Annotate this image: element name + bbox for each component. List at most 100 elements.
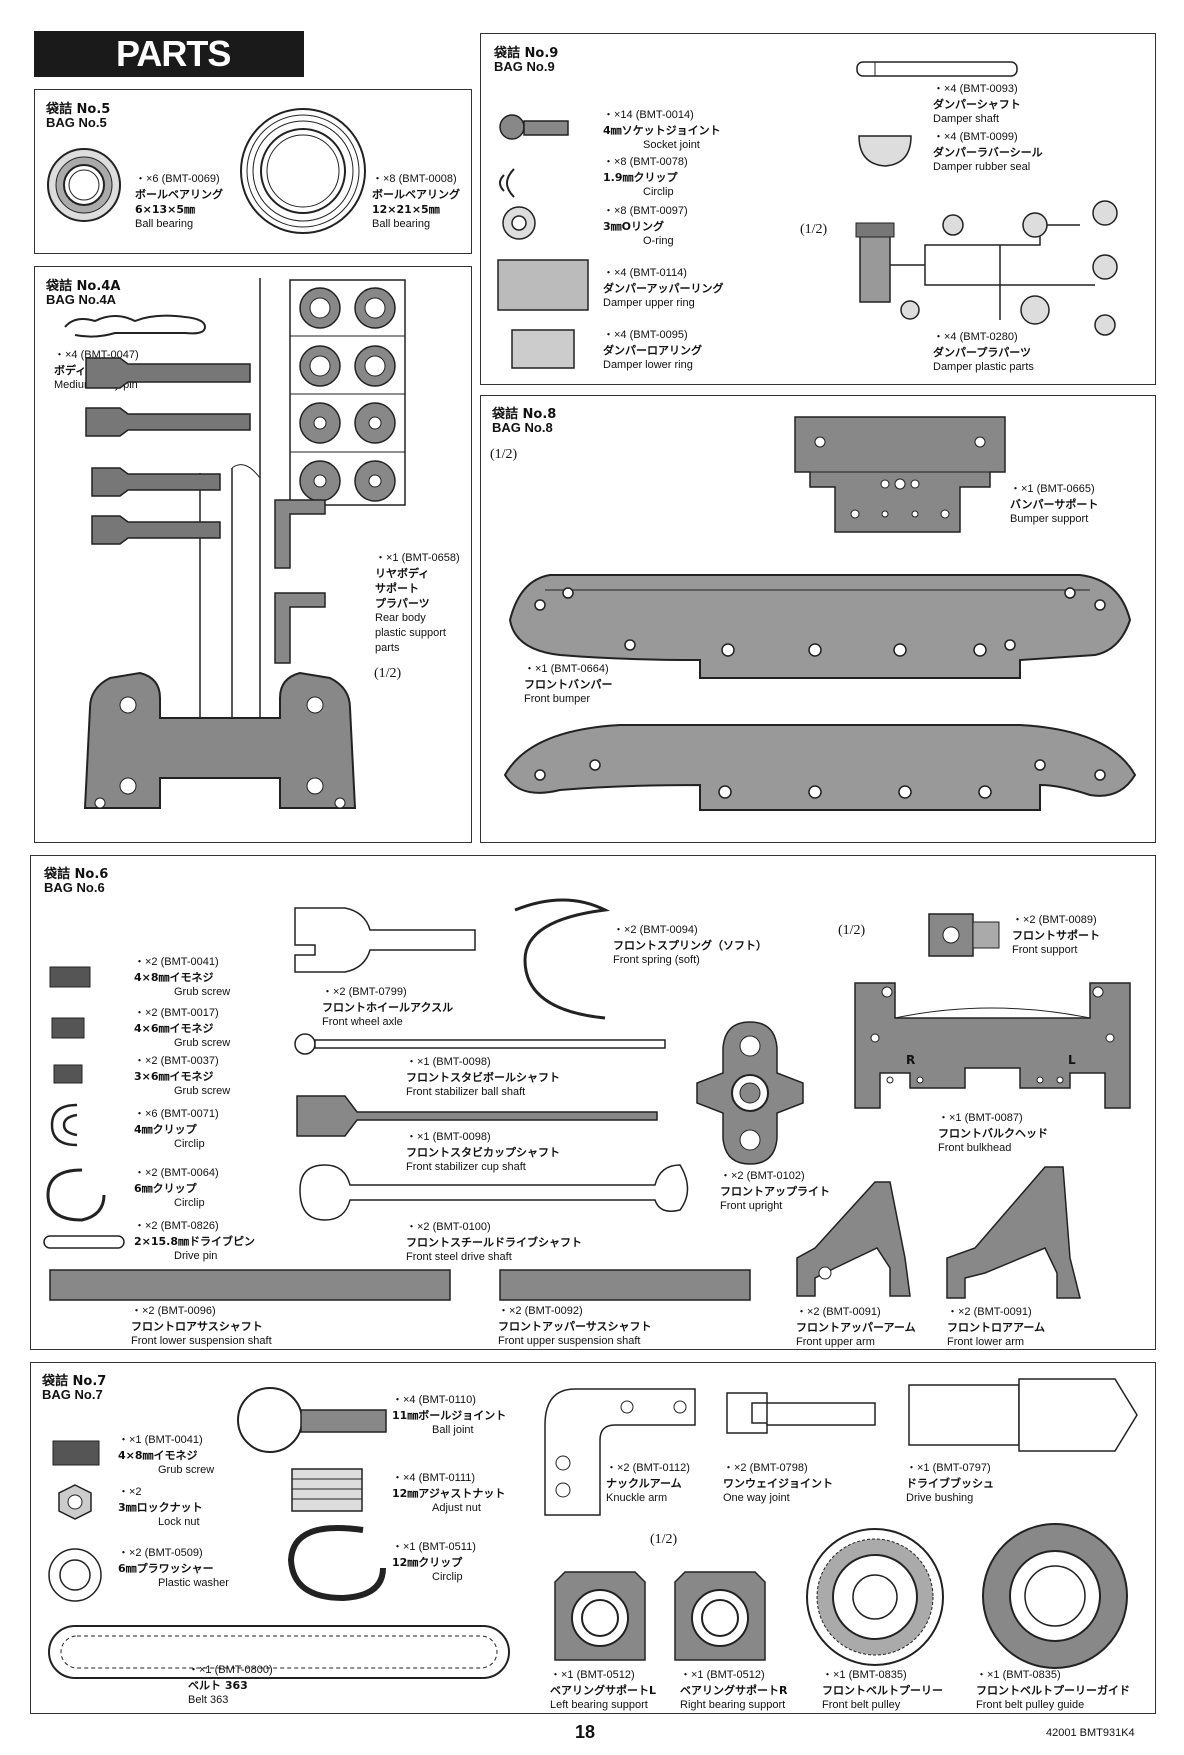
damper-rubber-seal-drawing: [858, 135, 912, 167]
body-pin-drawing: [64, 314, 207, 338]
page-number: 18: [575, 1722, 596, 1742]
front-upper-arm-drawing: [796, 1181, 911, 1297]
ball-joint-drawing: [237, 1387, 387, 1453]
bag4a-half-label: (1/2): [374, 666, 402, 681]
bag6-title-jp: 袋詰 No.6: [44, 867, 109, 882]
page-title: PARTS: [34, 31, 304, 77]
bulkhead-r-mark: R: [906, 1053, 916, 1067]
bag4a-title-en: BAG No.4A: [46, 292, 117, 307]
drive-bushing-drawing: [908, 1378, 1138, 1452]
bag4a-title-jp: 袋詰 No.4A: [46, 279, 121, 294]
ball-bearing-large-drawing: [240, 108, 366, 234]
bag5-title-jp: 袋詰 No.5: [46, 102, 111, 117]
bag9-half-label: (1/2): [800, 222, 828, 237]
bag6-shafts-drawing: [49, 898, 751, 1301]
one-way-joint-drawing: [726, 1392, 876, 1434]
bag6-panel: [30, 855, 1156, 1350]
bag7-title-jp: 袋詰 No.7: [42, 1374, 107, 1389]
circlip-12mm-drawing: [287, 1525, 386, 1602]
belt-drawing: [48, 1625, 510, 1679]
bag7-title-en: BAG No.7: [42, 1387, 103, 1402]
bag7-half-label: (1/2): [650, 1532, 678, 1547]
front-bumper-drawing: [503, 574, 1137, 811]
front-lower-arm-drawing: [946, 1166, 1081, 1299]
front-support-drawing: [928, 913, 1000, 957]
bag8-title-jp: 袋詰 No.8: [492, 407, 557, 422]
bag9-small-parts-drawing: [497, 114, 589, 369]
bag7-panel: [30, 1362, 1156, 1714]
bag5-title-en: BAG No.5: [46, 115, 107, 130]
bag8-title-en: BAG No.8: [492, 420, 553, 435]
front-belt-pulley-drawing: [806, 1528, 944, 1666]
bag7-small-parts-drawing: [48, 1440, 102, 1602]
ball-bearing-small-drawing: [47, 148, 121, 222]
rear-body-support-sprue-drawing: [83, 278, 406, 809]
bag6-half-label: (1/2): [838, 923, 866, 938]
adjust-nut-drawing: [291, 1468, 363, 1512]
bag9-title-jp: 袋詰 No.9: [494, 46, 559, 61]
bag8-half-label: (1/2): [490, 447, 518, 462]
bag4a-panel: [34, 266, 472, 843]
bag9-title-en: BAG No.9: [494, 59, 555, 74]
bag9-panel: [480, 33, 1156, 385]
bag6-part-7: ・×2 (BMT-0094)フロントスプリング（ソフト）Front spring…: [613, 924, 767, 966]
front-upright-drawing: [696, 1021, 804, 1165]
damper-plastic-parts-drawing: [855, 200, 1118, 336]
bag6-title-en: BAG No.6: [44, 880, 105, 895]
bag6-small-parts-drawing: [43, 966, 125, 1249]
bag5-part-1: ・×8 (BMT-0008) ボールベアリング 12×21×5㎜ Ball be…: [372, 173, 460, 230]
bag4a-part-1: ・×1 (BMT-0658) リヤボディ サポート プラパーツ Rear bod…: [375, 552, 460, 654]
damper-shaft-drawing: [856, 61, 1018, 77]
bearing-supports-drawing: [554, 1571, 766, 1661]
front-belt-pulley-guide-drawing: [982, 1523, 1128, 1669]
bumper-support-drawing: [794, 416, 1006, 533]
bag5-panel: [34, 89, 472, 254]
bulkhead-l-mark: L: [1068, 1053, 1076, 1067]
bag8-panel: [480, 395, 1156, 843]
front-bulkhead-drawing: [854, 982, 1131, 1109]
knuckle-arm-drawing: [544, 1388, 696, 1516]
bag5-part-0: ・×6 (BMT-0069) ボールベアリング 6×13×5㎜ Ball bea…: [135, 173, 223, 230]
